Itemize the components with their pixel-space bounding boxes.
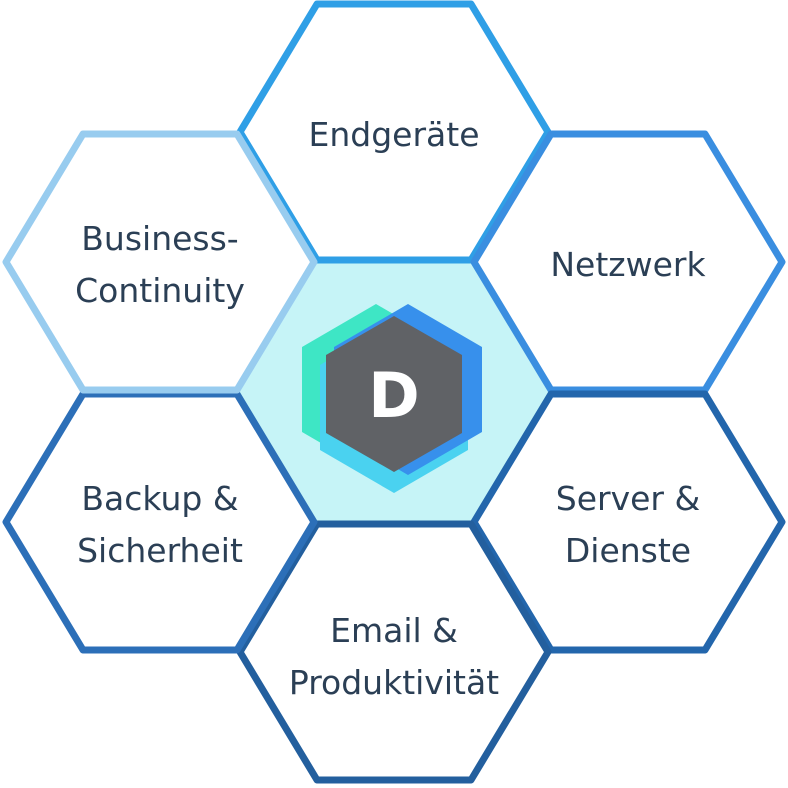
segment-label-server-line-1: Server & <box>556 479 700 518</box>
logo-d: D <box>302 304 482 493</box>
segment-label-email-line-2: Produktivität <box>289 663 499 702</box>
segment-label-email-line-1: Email & <box>330 611 458 650</box>
segment-label-backup-line-2: Sicherheit <box>77 531 243 570</box>
segment-label-backup-line-1: Backup & <box>81 479 238 518</box>
segment-label-business-line-1: Business- <box>81 219 238 258</box>
segment-endgeraete: Endgeräte <box>236 0 552 264</box>
segment-hex-netzwerk <box>470 130 786 394</box>
segment-hex-endgeraete <box>236 0 552 264</box>
segment-business: Business- Continuity <box>2 130 318 394</box>
logo-hex-dark <box>326 316 462 472</box>
segment-server: Server & Dienste <box>470 390 786 654</box>
segment-hex-server <box>470 390 786 654</box>
segment-netzwerk: Netzwerk <box>470 130 786 394</box>
segment-label-server-line-2: Dienste <box>565 531 691 570</box>
segment-hex-business <box>2 130 318 394</box>
logo-letter: D <box>368 359 419 432</box>
segment-hex-backup <box>2 390 318 654</box>
segment-backup: Backup & Sicherheit <box>2 390 318 654</box>
segment-label-endgeraete-line-1: Endgeräte <box>309 115 480 154</box>
segment-email: Email & Produktivität <box>236 520 552 784</box>
segment-hex-email <box>236 520 552 784</box>
segment-label-netzwerk-line-1: Netzwerk <box>550 245 706 284</box>
segment-label-business-line-2: Continuity <box>75 271 245 310</box>
